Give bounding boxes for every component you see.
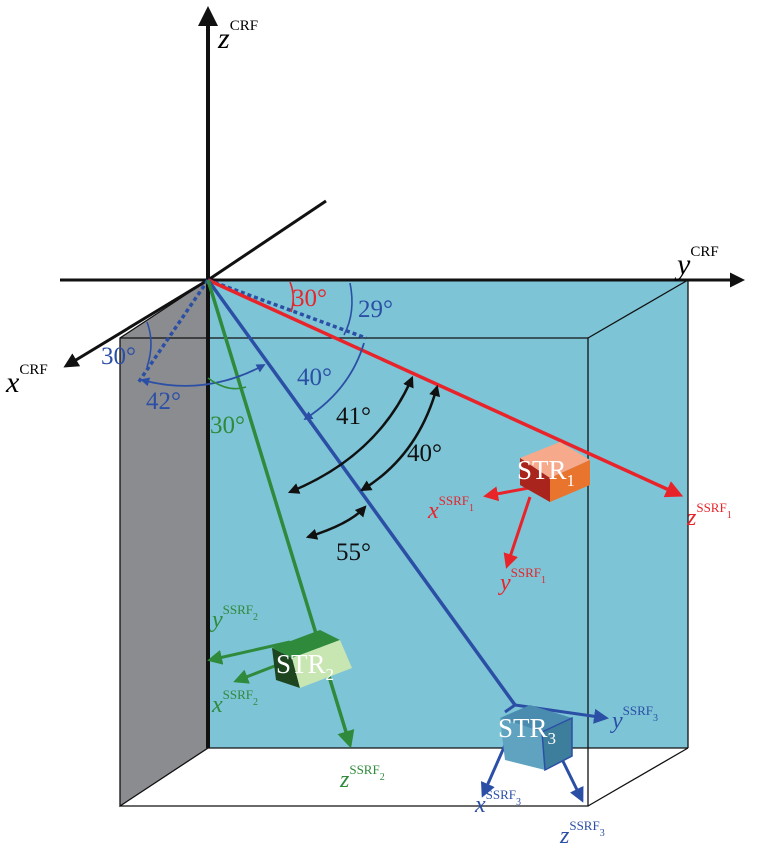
red-boresight: [207, 278, 684, 498]
arc-black-55: [305, 505, 367, 540]
ssrf2-y-label: ySSRF2: [210, 602, 258, 633]
str3-side-face: [541, 716, 573, 772]
str2-side-face: [292, 640, 352, 688]
angle-green-30: 30°: [210, 412, 245, 439]
ssrf3-x-axis: [480, 744, 507, 798]
ssrf1-labels: xSSRF1 ySSRF1 zSSRF1: [427, 493, 732, 596]
angle-red-30: 30°: [292, 285, 327, 312]
ssrf3-stem: [504, 703, 516, 714]
str1-top-face: [520, 442, 590, 478]
arc-red-30: [289, 281, 295, 313]
box-edge-top-right: [587, 279, 689, 339]
str3-sensor: [480, 703, 609, 803]
str3-front-face: [500, 718, 545, 770]
ssrf3-y-label: ySSRF3: [610, 703, 658, 734]
str3-top-face: [500, 705, 572, 732]
str1-label: STR1: [517, 455, 575, 490]
ssrf2-y-axis: [207, 640, 291, 665]
angle-blue-40: 40°: [297, 364, 332, 391]
arc-black-40: [360, 384, 441, 492]
angle-labels: 30° 29° 40° 30° 42° 30° 41° 40° 55°: [101, 285, 442, 566]
ssrf3-z-label: zSSRF3: [559, 818, 605, 849]
ssrf2-x-label: xSSRF2: [211, 687, 258, 718]
box-front-frame: [120, 337, 589, 807]
crf-x-label: xCRF: [5, 362, 48, 399]
str2-front-face: [272, 648, 300, 688]
str1-sensor: [483, 442, 590, 569]
str2-label: STR2: [276, 649, 334, 684]
angle-blue-30-left: 30°: [101, 343, 136, 370]
ssrf1-y-label: ySSRF1: [498, 565, 546, 596]
angle-arcs: [140, 281, 441, 540]
str1-side-face: [550, 460, 590, 502]
arc-blue-29: [343, 282, 353, 336]
crf-labels: zCRF yCRF xCRF: [5, 18, 719, 399]
arc-green-30: [207, 377, 247, 390]
crf-z-label: zCRF: [217, 18, 258, 55]
box-edge-bottom-right: [587, 747, 689, 807]
box-structure: [119, 278, 689, 808]
str2-sensor: [207, 630, 352, 688]
angle-black-40: 40°: [407, 440, 442, 467]
ssrf3-labels: ySSRF3 xSSRF3 zSSRF3: [474, 703, 658, 849]
arc-blue-42: [140, 364, 266, 387]
str2-top-face: [272, 630, 340, 658]
crf-x-axis-back: [207, 199, 327, 282]
ssrf1-x-label: xSSRF1: [427, 493, 474, 524]
str-labels: STR1 STR2 STR3: [276, 455, 575, 748]
angle-blue-42: 42°: [146, 388, 181, 415]
projection-lines: [136, 278, 367, 384]
angle-black-55: 55°: [336, 539, 371, 566]
ssrf1-z-label: zSSRF1: [686, 500, 732, 531]
crf-y-label: yCRF: [674, 244, 719, 281]
str3-label: STR3: [498, 713, 556, 748]
angle-blue-29: 29°: [358, 296, 393, 323]
angle-black-41: 41°: [336, 403, 371, 430]
ssrf2-labels: ySSRF2 xSSRF2 zSSRF2: [210, 602, 385, 793]
crf-x-axis: [63, 278, 209, 368]
arc-blue-30-left: [146, 321, 152, 368]
ssrf2-z-label: zSSRF2: [339, 762, 385, 793]
ssrf3-x-label: xSSRF3: [474, 787, 521, 818]
ssrf1-y-axis: [503, 496, 532, 569]
projection-dashed-right: [207, 278, 367, 340]
str1-front-face: [520, 458, 550, 502]
